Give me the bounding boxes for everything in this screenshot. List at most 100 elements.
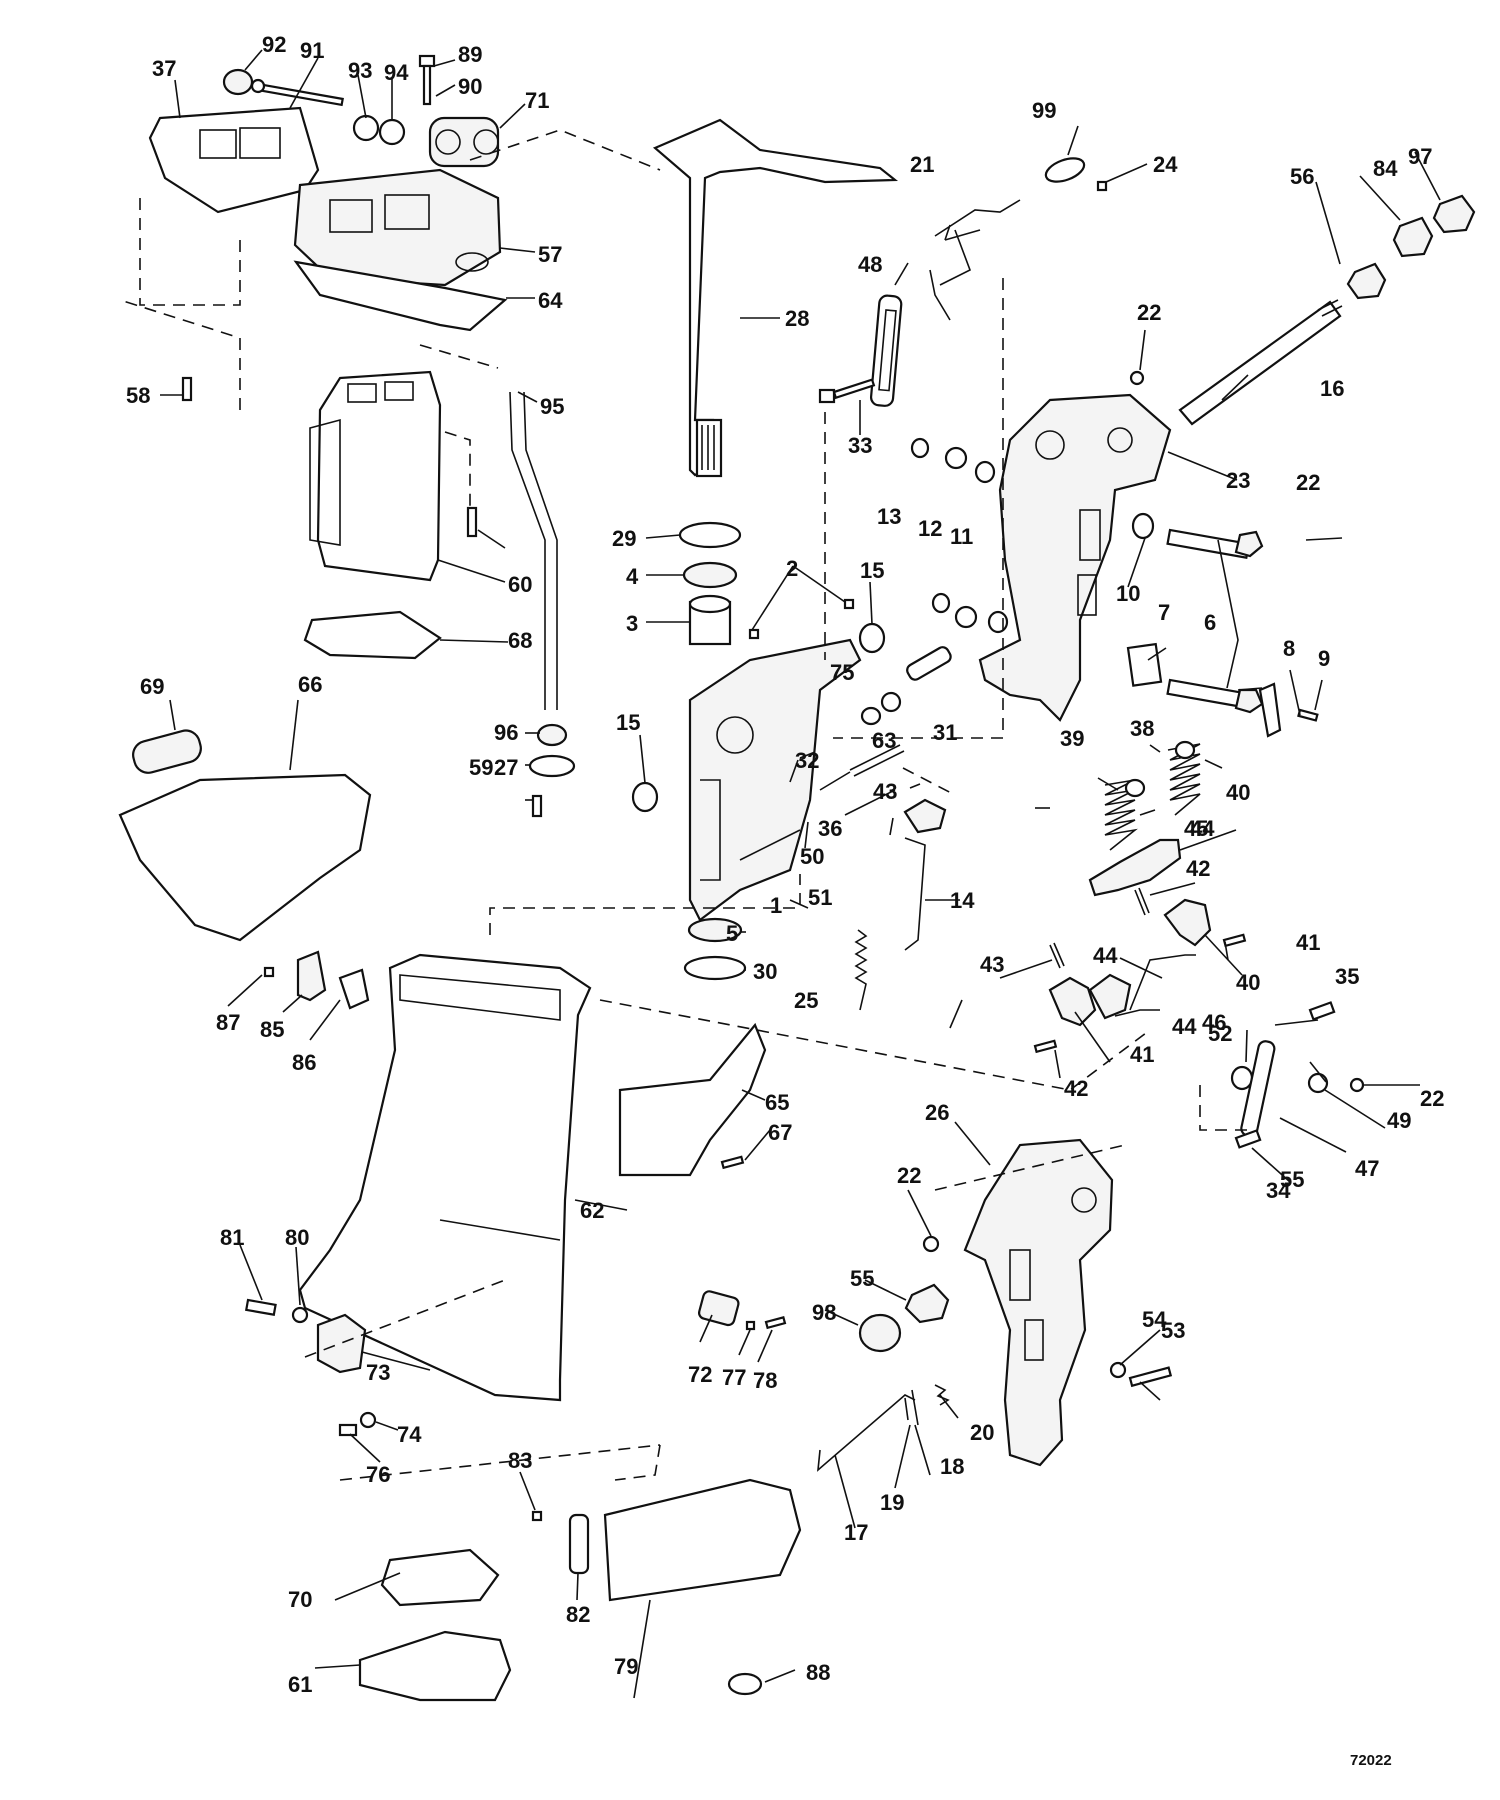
callout-label: 7 bbox=[1158, 600, 1170, 625]
callout-label: 73 bbox=[366, 1360, 390, 1385]
gasket-63-shape bbox=[293, 260, 508, 332]
bushing-3-shape bbox=[688, 594, 732, 646]
callout-label: 57 bbox=[538, 242, 562, 267]
callout-label: 55 bbox=[1280, 1167, 1304, 1192]
callout-label: 66 bbox=[298, 672, 322, 697]
callout-label: 50 bbox=[800, 844, 824, 869]
washer-31-shape bbox=[683, 955, 747, 981]
callout-label: 14 bbox=[950, 888, 975, 913]
washer-52-shape bbox=[1230, 1065, 1254, 1091]
callout-label: 44 bbox=[1172, 1014, 1197, 1039]
link-21-shape bbox=[934, 199, 1021, 286]
callout-label: 47 bbox=[1355, 1156, 1379, 1181]
callout-label: 76 bbox=[366, 1462, 390, 1487]
callout-label: 82 bbox=[566, 1602, 590, 1627]
callout-label: 58 bbox=[126, 383, 150, 408]
clip-19-shape bbox=[904, 1397, 909, 1421]
screw-77-shape bbox=[764, 1315, 787, 1330]
adapter-56-shape bbox=[293, 168, 502, 287]
cap-39-a-shape bbox=[1124, 778, 1146, 798]
pin-43-left-shape bbox=[1049, 942, 1065, 969]
ring-87-shape bbox=[727, 1672, 763, 1696]
callout-label: 17 bbox=[844, 1520, 868, 1545]
callout-label: 42 bbox=[1064, 1076, 1088, 1101]
callout-label: 74 bbox=[397, 1422, 422, 1447]
swivel-bracket-1-shape bbox=[688, 638, 862, 922]
screw-42-right-shape bbox=[1222, 933, 1247, 948]
bolt-34-shape bbox=[818, 378, 876, 404]
washer-30-shape bbox=[678, 521, 742, 549]
callout-label: 12 bbox=[918, 516, 942, 541]
callout-label: 31 bbox=[933, 720, 957, 745]
screw-75-shape bbox=[338, 1423, 358, 1437]
callout-label: 48 bbox=[858, 252, 882, 277]
pin-44-shape bbox=[849, 744, 905, 777]
callout-label: 70 bbox=[288, 1587, 312, 1612]
callout-label: 84 bbox=[1373, 156, 1398, 181]
grommet-91-shape bbox=[222, 68, 254, 96]
callout-label: 99 bbox=[1032, 98, 1056, 123]
cover-78-shape bbox=[603, 1478, 802, 1602]
callout-label: 41 bbox=[1296, 930, 1320, 955]
exhaust-housing-59-shape bbox=[309, 370, 442, 582]
callout-label: 26 bbox=[925, 1100, 949, 1125]
callout-label: 11 bbox=[950, 524, 973, 549]
callout-label: 53 bbox=[1161, 1318, 1185, 1343]
callout-label: 15 bbox=[616, 710, 640, 735]
gasket-69-shape bbox=[380, 1548, 500, 1607]
callout-label: 45 bbox=[1184, 816, 1208, 841]
callout-label: 44 bbox=[1190, 816, 1215, 841]
gasket-67-shape bbox=[303, 610, 442, 660]
pin-43-right-shape bbox=[1134, 887, 1150, 916]
washer-79-shape bbox=[291, 1306, 309, 1324]
callout-label: 56 bbox=[1290, 164, 1314, 189]
callout-label: 15 bbox=[860, 558, 884, 583]
washer-74-shape bbox=[880, 691, 902, 713]
callout-label: 68 bbox=[508, 628, 532, 653]
callout-label: 71 bbox=[525, 88, 549, 113]
callout-label: 40 bbox=[1236, 970, 1260, 995]
nut-22-top-shape bbox=[1129, 370, 1145, 386]
callout-label: 41 bbox=[1130, 1042, 1154, 1067]
nut-55-lower-shape bbox=[904, 1283, 950, 1324]
callout-label: 34 bbox=[1266, 1178, 1291, 1203]
callout-label: 54 bbox=[1142, 1307, 1167, 1332]
cover-65-shape bbox=[118, 773, 372, 942]
callout-label: 22 bbox=[1420, 1086, 1444, 1111]
bracket-8-shape bbox=[1258, 682, 1282, 738]
callout-label: 22 bbox=[1296, 470, 1320, 495]
callout-label: 80 bbox=[285, 1225, 309, 1250]
callout-label: 38 bbox=[1130, 716, 1154, 741]
callout-label: 91 bbox=[300, 38, 324, 63]
callout-label: 22 bbox=[897, 1163, 921, 1188]
phantom-lines bbox=[119, 129, 1250, 1481]
callout-label: 87 bbox=[216, 1010, 240, 1035]
screw-9-shape bbox=[1297, 708, 1319, 722]
seal-5-shape bbox=[687, 917, 743, 943]
callout-label: 78 bbox=[753, 1368, 777, 1393]
screw-66-shape bbox=[720, 1155, 745, 1170]
callout-label: 19 bbox=[880, 1490, 904, 1515]
callout-label: 88 bbox=[806, 1660, 830, 1685]
nut-96-shape bbox=[1432, 194, 1476, 234]
tilt-tube-16-shape bbox=[1178, 299, 1343, 426]
callout-label: 3 bbox=[626, 611, 638, 636]
mount-71-shape bbox=[698, 1290, 740, 1327]
nut-12-shape bbox=[954, 605, 978, 629]
plate-28-shape bbox=[528, 754, 576, 778]
washer-49-shape bbox=[1307, 1072, 1329, 1094]
bolt-90-shape bbox=[250, 78, 344, 107]
callout-label: 23 bbox=[1226, 468, 1250, 493]
callout-label: 60 bbox=[508, 572, 532, 597]
callout-label: 79 bbox=[614, 1654, 638, 1679]
callout-label: 93 bbox=[348, 58, 372, 83]
grommet-84-shape bbox=[296, 950, 327, 1002]
callout-label: 35 bbox=[1335, 964, 1359, 989]
plate-48-shape bbox=[869, 294, 903, 407]
callout-label: 30 bbox=[753, 959, 777, 984]
callout-label: 18 bbox=[940, 1454, 964, 1479]
screw-25-shape bbox=[1096, 180, 1108, 192]
callout-label: 13 bbox=[877, 504, 901, 529]
screw-24-shape bbox=[466, 506, 478, 538]
